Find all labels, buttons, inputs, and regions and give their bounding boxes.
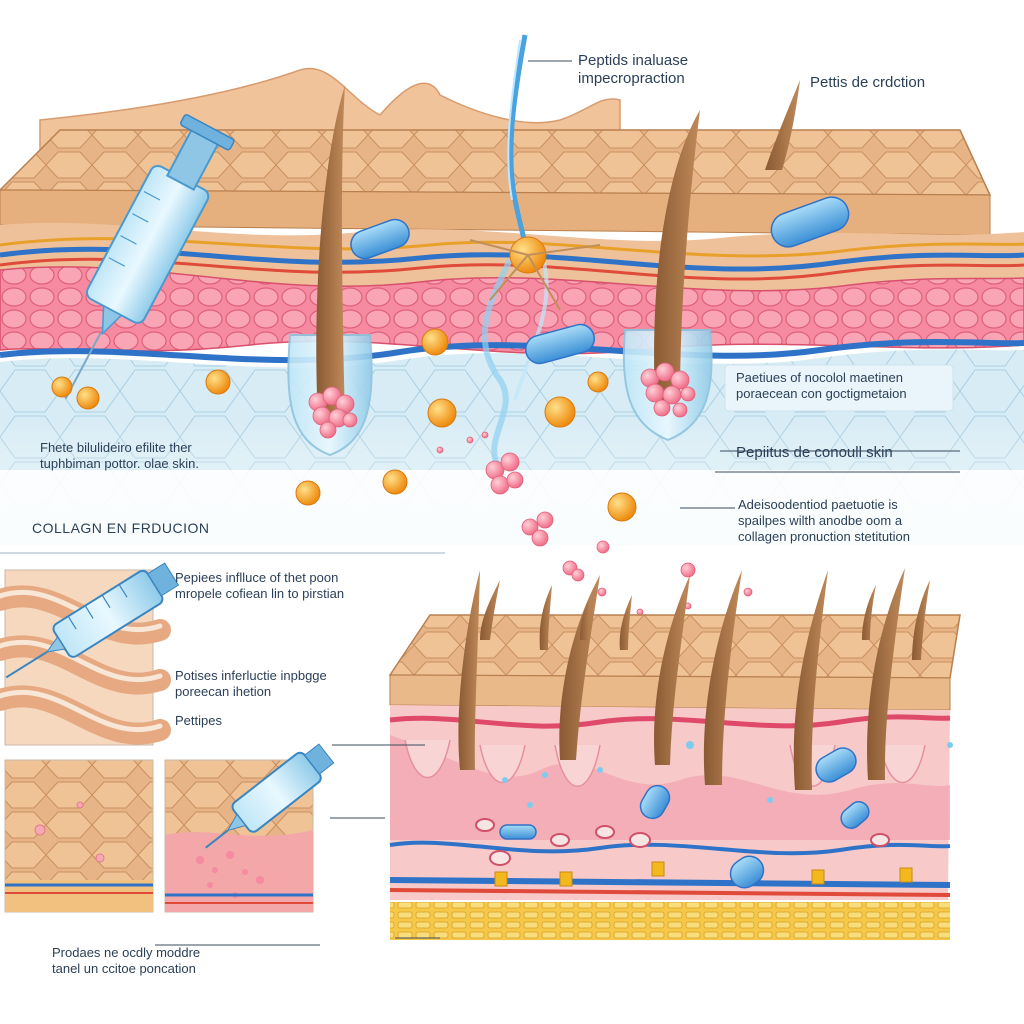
label-right-box: Paetiues of nocolol maetinen poraecean c… — [736, 370, 907, 401]
peptide-molecules — [51, 328, 637, 522]
hair-follicle-right — [622, 110, 713, 442]
inset-skin-after — [164, 743, 335, 913]
hair-strands-bottom — [458, 568, 930, 790]
label-top-right: Pettis de crdction — [810, 74, 926, 91]
label-collagen-heading: COLLAGN EN FRDUCION — [32, 520, 210, 536]
label-box-right — [724, 364, 954, 412]
inset-collagen-fibers — [0, 562, 180, 746]
label-right-2: Pepiitus de conoull skin — [736, 444, 893, 461]
hair-strand-top-right — [765, 80, 800, 170]
hair-follicle-left — [287, 85, 373, 457]
label-top-center: Peptids inaluase impecropraction — [578, 52, 689, 87]
leader-lines — [155, 60, 960, 946]
peptide-capsules-top — [350, 196, 850, 365]
sparkle-dots — [502, 741, 953, 808]
label-bottom-left: Prodaes ne ocdly moddre tanel un ccitoe … — [52, 945, 201, 976]
peptide-injection-stream — [469, 34, 601, 472]
label-inset-3: Pettipes — [175, 713, 222, 728]
label-right-3: Adeisoodentiod paetuotie is spailpes wil… — [738, 497, 911, 544]
label-inset-2: Potises inferluctie inpbgge poreecan ihe… — [175, 668, 327, 699]
inset-skin-before — [4, 759, 154, 913]
label-inset-1: Pepiees inflluce of thet poon mropele co… — [175, 570, 345, 601]
peptide-capsules-bottom — [499, 747, 870, 889]
label-left-mid: Fhete bilulideiro efilite ther tuphbiman… — [40, 440, 199, 471]
syringe-top-left — [64, 114, 235, 400]
